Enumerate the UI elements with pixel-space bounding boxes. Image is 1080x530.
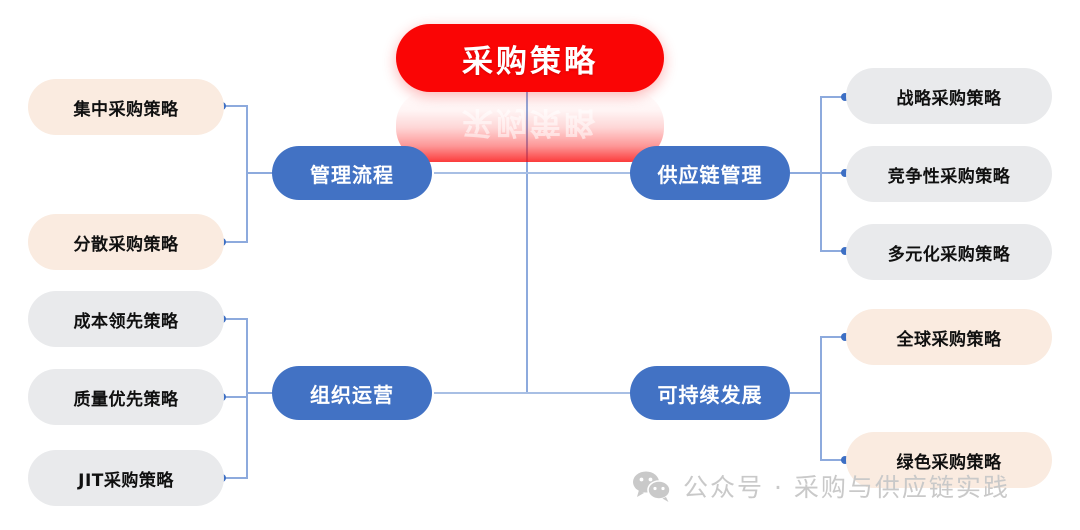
leaf-arm-strategic-purchasing <box>820 96 846 98</box>
leaf-arm-competitive-purchasing <box>820 172 846 174</box>
leaf-arm-jit-purchasing <box>222 477 248 479</box>
leaf-arm-decentralized-purchasing <box>222 241 248 243</box>
leaf-node-label: JIT采购策略 <box>78 470 174 491</box>
leaf-node-label: 分散采购策略 <box>73 234 179 255</box>
category-node-management-process[interactable]: 管理流程 <box>272 146 432 200</box>
leaf-node-concentrated-purchasing[interactable]: 集中采购策略 <box>28 79 224 135</box>
trunk-vertical-line <box>526 92 528 393</box>
branch-stem-sustainable-development <box>790 392 822 394</box>
leaf-node-label: 绿色采购策略 <box>896 452 1002 473</box>
leaf-node-quality-first[interactable]: 质量优先策略 <box>28 369 224 425</box>
root-node-reflection <box>396 90 664 162</box>
leaf-node-decentralized-purchasing[interactable]: 分散采购策略 <box>28 214 224 270</box>
category-node-organization-operations[interactable]: 组织运营 <box>272 366 432 420</box>
category-node-sustainable-development[interactable]: 可持续发展 <box>630 366 790 420</box>
leaf-dot-diversified-purchasing <box>841 247 849 255</box>
leaf-arm-diversified-purchasing <box>820 250 846 252</box>
leaf-dot-global-purchasing <box>841 333 849 341</box>
leaf-dot-green-purchasing <box>841 456 849 464</box>
wechat-icon <box>633 471 671 502</box>
leaf-dot-competitive-purchasing <box>841 169 849 177</box>
leaf-arm-green-purchasing <box>820 459 846 461</box>
leaf-node-label: 质量优先策略 <box>73 389 179 410</box>
leaf-node-jit-purchasing[interactable]: JIT采购策略 <box>28 450 224 506</box>
trunk-horizontal-lower <box>434 392 632 394</box>
branch-stem-supply-chain-management <box>790 172 822 174</box>
branch-spine-sustainable-development <box>820 336 822 460</box>
leaf-node-cost-leadership[interactable]: 成本领先策略 <box>28 291 224 347</box>
branch-stem-organization-operations <box>246 392 274 394</box>
leaf-node-strategic-purchasing[interactable]: 战略采购策略 <box>846 68 1052 124</box>
leaf-node-green-purchasing[interactable]: 绿色采购策略 <box>846 432 1052 488</box>
leaf-arm-global-purchasing <box>820 336 846 338</box>
category-node-label: 供应链管理 <box>657 162 763 187</box>
leaf-dot-strategic-purchasing <box>841 93 849 101</box>
root-node-purchasing-strategy[interactable]: 采购策略 <box>396 24 664 92</box>
leaf-arm-quality-first <box>222 396 248 398</box>
category-node-label: 管理流程 <box>310 162 394 187</box>
watermark: 公众号 · 采购与供应链实践 <box>632 468 1010 504</box>
leaf-node-label: 集中采购策略 <box>73 99 179 120</box>
category-node-label: 可持续发展 <box>657 382 763 407</box>
leaf-node-global-purchasing[interactable]: 全球采购策略 <box>846 309 1052 365</box>
leaf-node-competitive-purchasing[interactable]: 竞争性采购策略 <box>846 146 1052 202</box>
leaf-node-label: 成本领先策略 <box>73 311 179 332</box>
trunk-horizontal-upper <box>434 172 632 174</box>
category-node-label: 组织运营 <box>310 382 394 407</box>
leaf-node-label: 多元化采购策略 <box>887 244 1011 265</box>
root-node-label: 采购策略 <box>462 43 598 80</box>
leaf-arm-concentrated-purchasing <box>222 105 248 107</box>
branch-stem-management-process <box>246 172 274 174</box>
branch-spine-organization-operations <box>246 318 248 478</box>
root-node-reflection-text: 采购策略 <box>462 104 598 141</box>
leaf-node-label: 全球采购策略 <box>896 329 1002 350</box>
watermark-text: 公众号 · 采购与供应链实践 <box>683 473 1010 502</box>
leaf-node-label: 战略采购策略 <box>896 88 1002 109</box>
leaf-arm-cost-leadership <box>222 318 248 320</box>
leaf-node-diversified-purchasing[interactable]: 多元化采购策略 <box>846 224 1052 280</box>
category-node-supply-chain-management[interactable]: 供应链管理 <box>630 146 790 200</box>
leaf-node-label: 竞争性采购策略 <box>887 166 1011 187</box>
